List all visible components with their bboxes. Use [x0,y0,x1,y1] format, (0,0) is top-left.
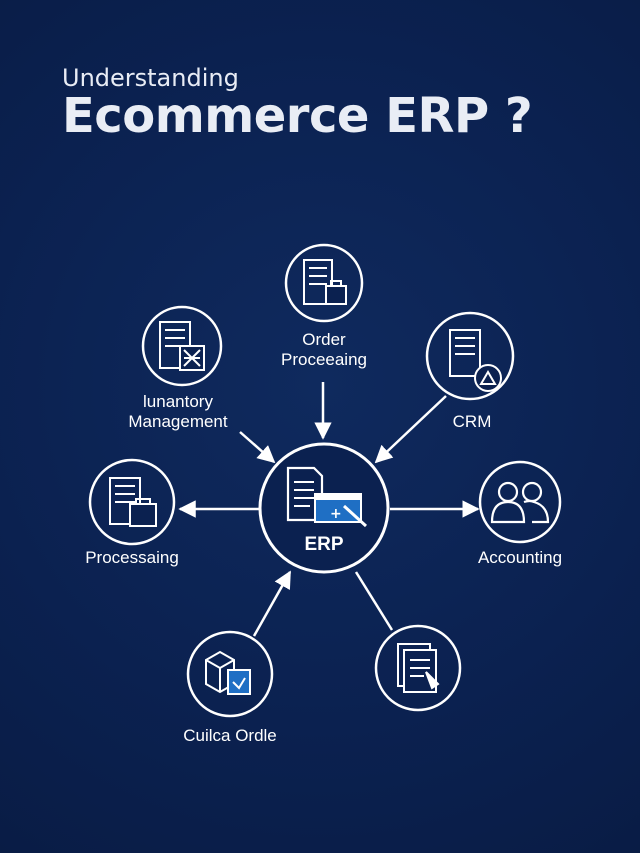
inventory-node [141,305,223,387]
processing-node [88,458,176,546]
people-icon [490,481,550,524]
documents-node [374,624,462,712]
page-subtitle: Understanding [62,64,239,92]
connector-crm [374,395,447,464]
connector-inventory [239,431,276,464]
box-icon [205,650,251,695]
order-processing-label: Order Proceeaing [281,330,367,370]
processing-document-icon [109,477,157,527]
inventory-label-line2: Management [128,412,228,431]
processing-label: Processaing [85,548,179,567]
connector-quick-order [252,570,292,637]
order-processing-label-line2: Proceeaing [280,350,368,369]
order-processing-node [284,243,364,323]
stacked-documents-icon [397,643,440,693]
crm-node [425,311,515,401]
svg-text:+: + [330,506,342,522]
erp-hub: + [258,442,390,574]
connector-documents [354,571,394,631]
quick-order-node [186,630,274,718]
order-document-icon [303,259,347,305]
inventory-label-line1: lunantory [143,392,213,411]
crm-label: CRM [452,412,492,431]
accounting-node [478,460,562,544]
erp-hub-label: ERP [304,534,344,555]
page-title: Ecommerce ERP ? [62,88,533,144]
accounting-label: Accounting [477,548,563,567]
crm-document-icon [449,329,502,392]
erp-icon: + [286,466,368,528]
quick-order-label: Cuilca Ordle [183,726,277,745]
order-processing-label-line1: Order [302,330,346,349]
inventory-document-icon [159,321,205,371]
inventory-label: lunantory Management [128,392,227,432]
